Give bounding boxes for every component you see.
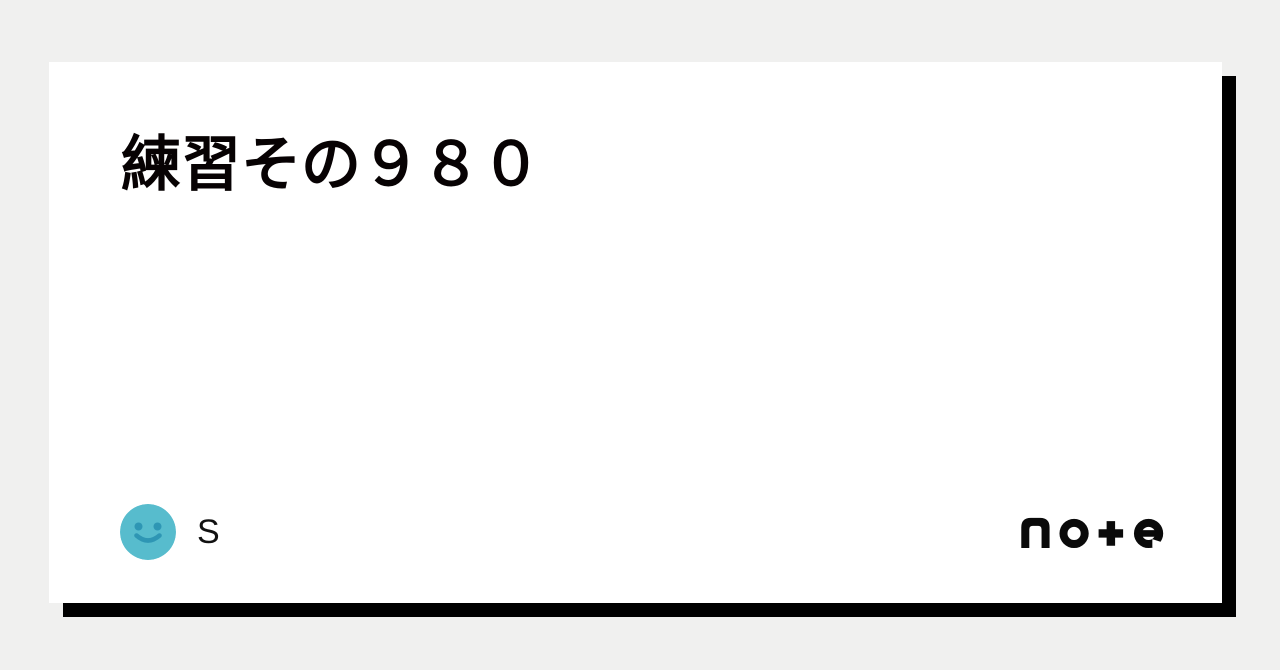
article-card: 練習その９８０ S	[49, 62, 1222, 603]
article-title: 練習その９８０	[121, 131, 541, 198]
author-info: S	[120, 504, 220, 560]
author-name: S	[197, 513, 220, 551]
note-logo	[1017, 516, 1167, 549]
smiley-face-icon	[120, 504, 176, 560]
card-footer: S	[120, 504, 1167, 560]
